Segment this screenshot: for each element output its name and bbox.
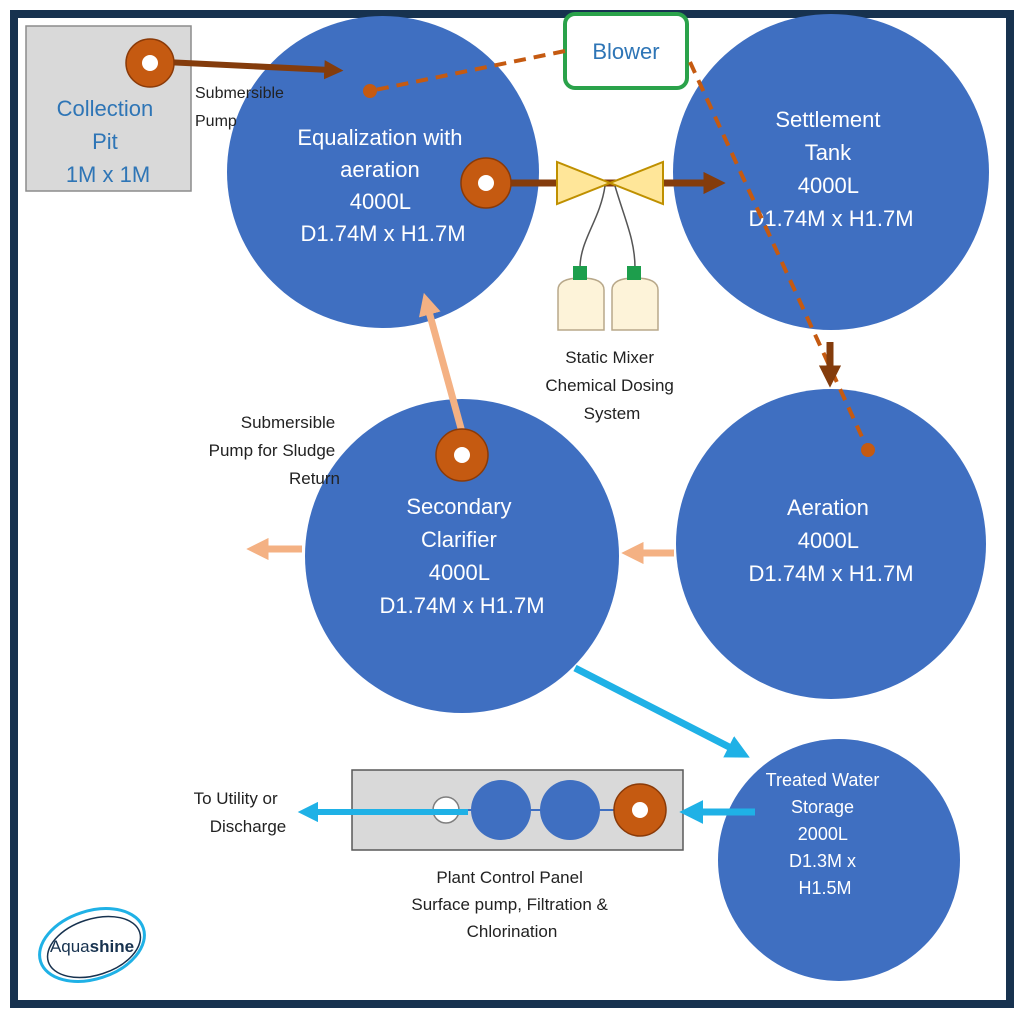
label-line: Pump (195, 113, 237, 130)
sludge-return-label: Submersible Pump for Sludge Return (209, 413, 340, 488)
pipe-sludge-return (418, 292, 466, 433)
pump-icon (460, 157, 512, 209)
label-line: Submersible (241, 413, 336, 432)
pump-icon (435, 428, 489, 482)
tank-label-line: 2000L (798, 824, 848, 844)
label-line: Submersible (195, 85, 284, 102)
aeration-label: Aeration 4000L D1.74M x H1.7M (748, 495, 913, 586)
filter-icon (540, 780, 600, 840)
tank-label-line: Storage (791, 797, 854, 817)
label-line: Chlorination (467, 922, 558, 941)
chemical-tank-icon (611, 266, 659, 331)
logo-text: Aquashine (50, 937, 134, 956)
tank-label-line: aeration (340, 157, 420, 182)
filter-icon (471, 780, 531, 840)
tank-label-line: Settlement (775, 107, 880, 132)
tank-label-line: 4000L (350, 189, 411, 214)
settlement-tank (673, 14, 989, 330)
label-line: Pump for Sludge (209, 441, 336, 460)
tank-label-line: D1.74M x H1.7M (300, 221, 465, 246)
air-line-to-equalization (369, 49, 566, 93)
aquashine-logo: Aquashine (38, 907, 146, 983)
label-line: Chemical Dosing (545, 376, 674, 395)
utility-discharge-label: To Utility or Discharge (194, 789, 287, 836)
label-line: System (584, 404, 641, 423)
tank-label-line: Tank (805, 140, 852, 165)
pipe-pit-to-equalization (164, 59, 344, 80)
label-line: To Utility or (194, 789, 278, 808)
label-line: Plant Control Panel (436, 868, 582, 887)
control-panel-label: Plant Control Panel Surface pump, Filtra… (411, 868, 612, 941)
air-diffuser-equalization (363, 84, 377, 98)
tank-label-line: 4000L (798, 528, 859, 553)
pump-icon (125, 38, 175, 88)
collection-pit-line: 1M x 1M (66, 162, 150, 187)
dosing-tube (614, 185, 636, 269)
tank-label-line: D1.74M x H1.7M (748, 561, 913, 586)
blower-label: Blower (592, 39, 659, 64)
logo-prefix: Aqua (50, 937, 90, 956)
air-diffuser-aeration (861, 443, 875, 457)
secondary-clarifier-tank (305, 399, 619, 713)
tank-label-line: Treated Water (766, 770, 880, 790)
equalization-label: Equalization with aeration 4000L D1.74M … (297, 125, 468, 246)
tank-label-line: 4000L (429, 560, 490, 585)
pipe-clarifier-to-storage (573, 664, 750, 758)
aeration-tank (676, 389, 986, 699)
tank-label-line: Aeration (787, 495, 869, 520)
air-line-to-aeration (688, 61, 870, 451)
collection-pit-line: Pit (92, 129, 118, 154)
collection-pit-label: Collection Pit 1M x 1M (57, 96, 160, 187)
settlement-label: Settlement Tank 4000L D1.74M x H1.7M (748, 107, 913, 231)
treated-water-storage-tank (718, 739, 960, 981)
dosing-tube (579, 185, 606, 269)
collection-pit-line: Collection (57, 96, 154, 121)
tank-label-line: D1.74M x H1.7M (748, 206, 913, 231)
label-line: Static Mixer (565, 348, 654, 367)
tank-label-line: Secondary (406, 494, 511, 519)
tank-label-line: D1.3M x (789, 851, 856, 871)
equalization-tank (227, 16, 539, 328)
label-line: Surface pump, Filtration & (411, 895, 608, 914)
label-line: Discharge (210, 817, 287, 836)
logo-suffix: shine (90, 937, 134, 956)
chemical-tank-icon (557, 266, 605, 331)
submersible-pump-label: Submersible Pump (195, 85, 288, 130)
pump-icon (613, 783, 667, 837)
tank-label-line: Equalization with (297, 125, 462, 150)
treated-water-label: Treated Water Storage 2000L D1.3M x H1.5… (766, 770, 885, 898)
static-mixer-valve-icon (556, 160, 664, 206)
tank-label-line: 4000L (798, 173, 859, 198)
static-mixer-label: Static Mixer Chemical Dosing System (545, 348, 678, 423)
tank-label-line: Clarifier (421, 527, 497, 552)
label-line: Return (289, 469, 340, 488)
secondary-clarifier-label: Secondary Clarifier 4000L D1.74M x H1.7M (379, 494, 544, 618)
tank-label-line: D1.74M x H1.7M (379, 593, 544, 618)
tank-label-line: H1.5M (798, 878, 851, 898)
